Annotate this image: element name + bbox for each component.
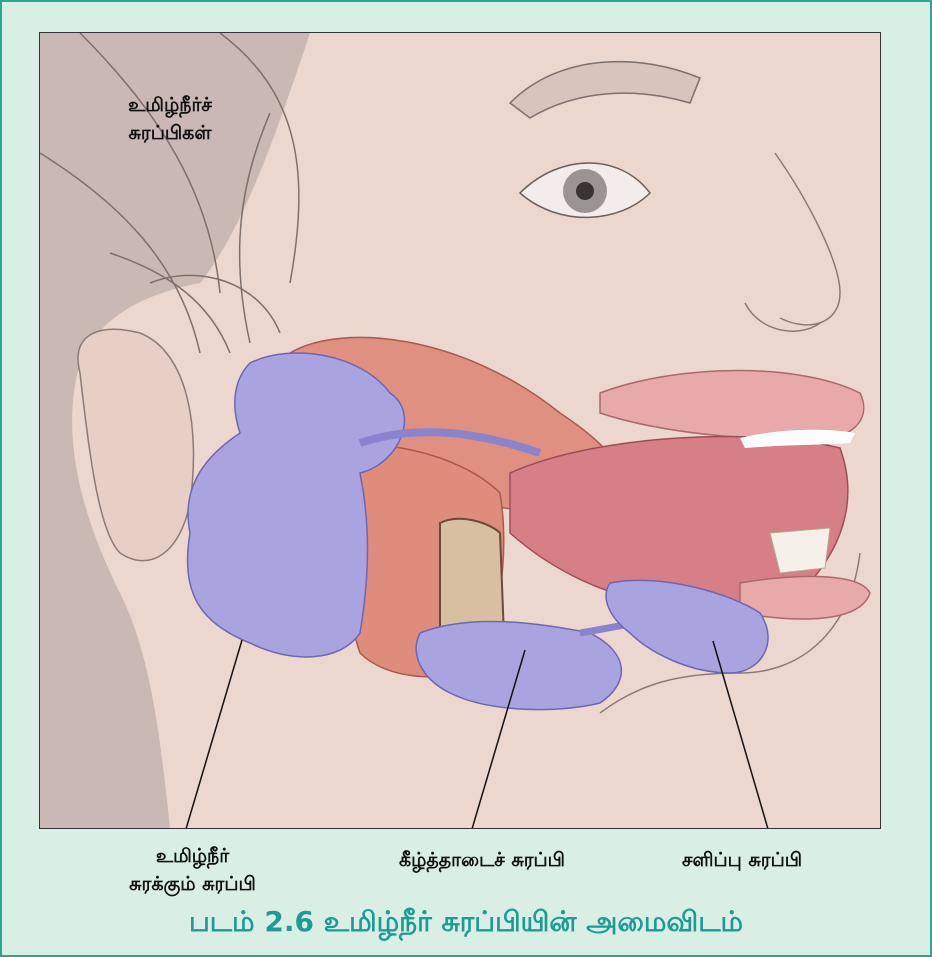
salivary-glands-label-line1: உமிழ்நீர்ச் xyxy=(110,91,230,119)
figure-caption: படம் 2.6 உமிழ்நீர் சுரப்பியின் அமைவிடம் xyxy=(2,905,930,942)
parotid-label-line2: சுரக்கும் சுரப்பி xyxy=(100,870,285,898)
anatomy-illustration: உமிழ்நீர்ச் சுரப்பிகள் xyxy=(39,32,881,829)
sublingual-gland-label: சளிப்பு சுரப்பி xyxy=(652,846,832,874)
salivary-glands-label: உமிழ்நீர்ச் சுரப்பிகள் xyxy=(110,91,230,147)
submandibular-gland-label: கீழ்த்தாடைச் சுரப்பி xyxy=(362,846,602,874)
salivary-glands-label-line2: சுரப்பிகள் xyxy=(110,119,230,147)
parotid-gland-label: உமிழ்நீர் சுரக்கும் சுரப்பி xyxy=(100,842,285,898)
teeth-lower xyxy=(770,528,830,573)
face-illustration-svg xyxy=(40,33,880,828)
parotid-label-line1: உமிழ்நீர் xyxy=(100,842,285,870)
